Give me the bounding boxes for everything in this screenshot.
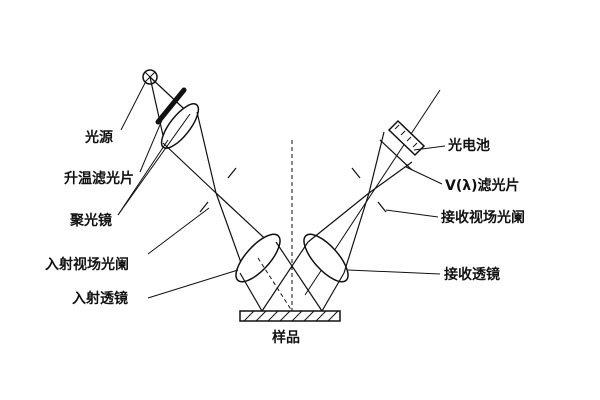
sample-hatch <box>243 310 339 322</box>
label-photocell: 光电池 <box>447 137 490 154</box>
label-receive-lens: 接收透镜 <box>444 266 500 283</box>
leader-condenser-b <box>117 113 191 216</box>
label-heat-filter: 升温滤光片 <box>64 170 134 187</box>
label-receive-stop: 接收视场光阑 <box>441 209 525 226</box>
converge-ray-2 <box>162 142 217 194</box>
label-light-source: 光源 <box>84 129 113 146</box>
receive-diverge-2 <box>368 161 413 194</box>
v-filter <box>379 139 413 171</box>
heat-filter <box>155 87 187 125</box>
receive-stop-lower <box>377 201 387 213</box>
reflected-ray-2 <box>321 272 345 312</box>
label-entrance-stop: 入射视场光阑 <box>45 256 129 273</box>
entrance-stop-lower <box>199 201 209 213</box>
leader-photocell <box>413 145 446 151</box>
leader-receive-lens <box>347 269 441 275</box>
receive-converge-2 <box>343 192 370 274</box>
leader-v-filter <box>405 166 443 185</box>
leader-light-source <box>120 82 146 131</box>
incident-ray-2 <box>239 272 263 312</box>
receive-lens <box>303 233 349 283</box>
diverge-ray-2 <box>215 192 245 272</box>
label-sample: 样品 <box>272 329 300 346</box>
leader-heat-filter <box>139 119 163 173</box>
reflected-ray-1 <box>261 241 309 312</box>
leader-entrance-stop <box>147 207 210 255</box>
source-beam-lower <box>149 76 165 141</box>
photocell-block <box>387 119 426 157</box>
receive-converge-1 <box>307 192 370 243</box>
label-condenser: 聚光镜 <box>69 212 112 229</box>
leader-receive-stop <box>385 209 439 218</box>
condenser-lens <box>160 103 200 149</box>
leader-entrance-lens <box>147 269 239 299</box>
label-v-filter: V(λ)滤光片 <box>445 177 520 194</box>
incident-ray-1 <box>275 241 323 312</box>
label-entrance-lens: 入射透镜 <box>72 290 128 307</box>
entrance-stop-upper <box>227 167 237 179</box>
receive-stop-upper <box>351 167 361 179</box>
converge-ray-1 <box>196 111 217 194</box>
incident-axis <box>257 257 293 312</box>
